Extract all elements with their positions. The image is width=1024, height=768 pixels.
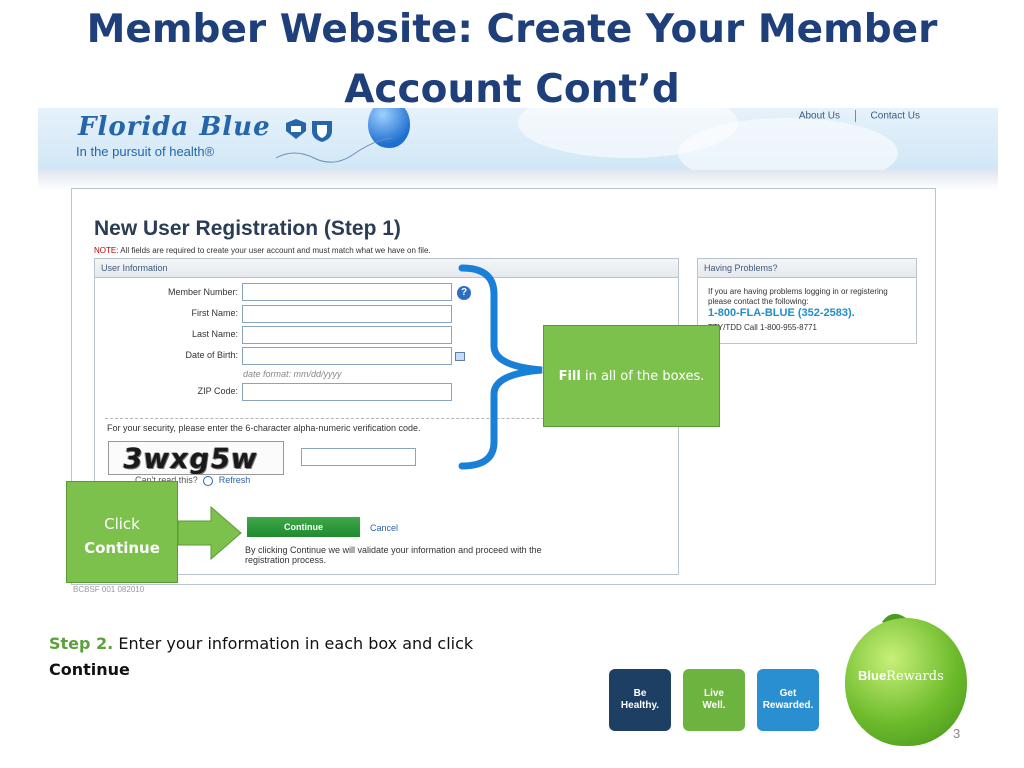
click-continue-callout: Click Continue [66, 481, 178, 583]
last-name-input[interactable] [242, 326, 452, 344]
brand-blue: Blue [858, 668, 887, 683]
date-format-hint: date format: mm/dd/yyyy [243, 369, 342, 379]
having-problems-header: Having Problems? [698, 259, 916, 278]
required-note: NOTE: All fields are required to create … [94, 246, 431, 255]
fill-callout-bold: Fill [558, 368, 581, 384]
cloud-decoration [678, 118, 898, 170]
refresh-icon[interactable] [203, 475, 214, 486]
refresh-link[interactable]: Refresh [218, 475, 251, 485]
page-heading: New User Registration (Step 1) [94, 217, 401, 240]
first-name-label: First Name: [191, 308, 238, 318]
zip-code-label: ZIP Code: [197, 386, 238, 396]
top-links: About Us Contact Us [799, 110, 920, 122]
contact-us-link[interactable]: Contact Us [870, 110, 920, 122]
step-label: Step 2. [49, 634, 114, 653]
tile-line1: Live [703, 688, 724, 699]
having-problems-panel: Having Problems? If you are having probl… [697, 258, 917, 344]
page-number: 3 [953, 726, 961, 741]
link-separator [854, 110, 856, 122]
bluerewards-logo: BlueRewards [858, 668, 944, 684]
bcbs-logo-icon [286, 119, 332, 142]
captcha-text: 3wxg5w [120, 442, 261, 475]
date-of-birth-input[interactable] [242, 347, 452, 365]
tile-line1: Get [779, 688, 797, 699]
click-callout-line1: Click [104, 515, 140, 533]
continue-button[interactable]: Continue [247, 517, 360, 537]
note-label: NOTE: [94, 246, 119, 255]
step-instructions: Step 2. Enter your information in each b… [49, 631, 489, 683]
note-text: All fields are required to create your u… [118, 246, 431, 255]
slide-title: Member Website: Create Your Member Accou… [0, 0, 1024, 120]
help-tty: TTY/TDD Call 1-800-955-8771 [708, 323, 817, 332]
logo-tagline: In the pursuit of health® [76, 144, 215, 159]
click-callout-line2: Continue [84, 539, 160, 557]
brand-rewards: Rewards [886, 669, 944, 684]
cancel-link[interactable]: Cancel [370, 523, 399, 533]
slide-title-line1: Member Website: Create Your Member [86, 7, 938, 52]
last-name-label: Last Name: [191, 329, 238, 339]
slide-title-line2: Account Cont’d [344, 67, 680, 112]
validation-disclaimer: By clicking Continue we will validate yo… [245, 545, 542, 565]
about-us-link[interactable]: About Us [798, 110, 840, 122]
bracket-annotation [458, 264, 543, 470]
help-phone: 1-800-FLA-BLUE (352-2583). [708, 307, 855, 319]
arrow-right-icon [177, 505, 242, 561]
tile-line1: Be [633, 688, 647, 699]
help-question-icon[interactable]: ? [457, 286, 471, 300]
section-divider [105, 418, 670, 419]
date-of-birth-label: Date of Birth: [185, 350, 238, 360]
fill-callout: Fill in all of the boxes. [543, 325, 720, 427]
cant-read-text: Can't read this? [135, 475, 198, 485]
user-information-header: User Information [95, 259, 678, 278]
tile-line2: Well. [702, 700, 726, 711]
balloon-string [275, 138, 393, 163]
apple-logo-icon [845, 618, 967, 746]
calendar-icon[interactable] [455, 352, 465, 361]
captcha-input[interactable] [301, 448, 416, 466]
help-text: If you are having problems logging in or… [708, 287, 888, 306]
security-instructions: For your security, please enter the 6-ch… [107, 423, 421, 433]
first-name-input[interactable] [242, 305, 452, 323]
tile-line2: Healthy. [620, 700, 660, 711]
site-header: Florida Blue In the pursuit of health® A… [38, 108, 998, 170]
cant-read-row: Can't read this? Refresh [135, 475, 250, 486]
florida-blue-logo[interactable]: Florida Blue [78, 112, 271, 142]
form-code: BCBSF 001 082010 [73, 585, 145, 594]
captcha-image: 3wxg5w [108, 441, 284, 475]
header-shadow [38, 170, 998, 190]
fill-callout-text: in all of the boxes. [580, 368, 705, 384]
balloon-icon [368, 108, 410, 148]
step-continue-bold: Continue [49, 660, 130, 679]
member-number-input[interactable] [242, 283, 452, 301]
zip-code-input[interactable] [242, 383, 452, 401]
tile-line2: Rewarded. [762, 700, 814, 711]
step-text: Enter your information in each box and c… [113, 634, 474, 653]
member-number-label: Member Number: [167, 287, 238, 297]
